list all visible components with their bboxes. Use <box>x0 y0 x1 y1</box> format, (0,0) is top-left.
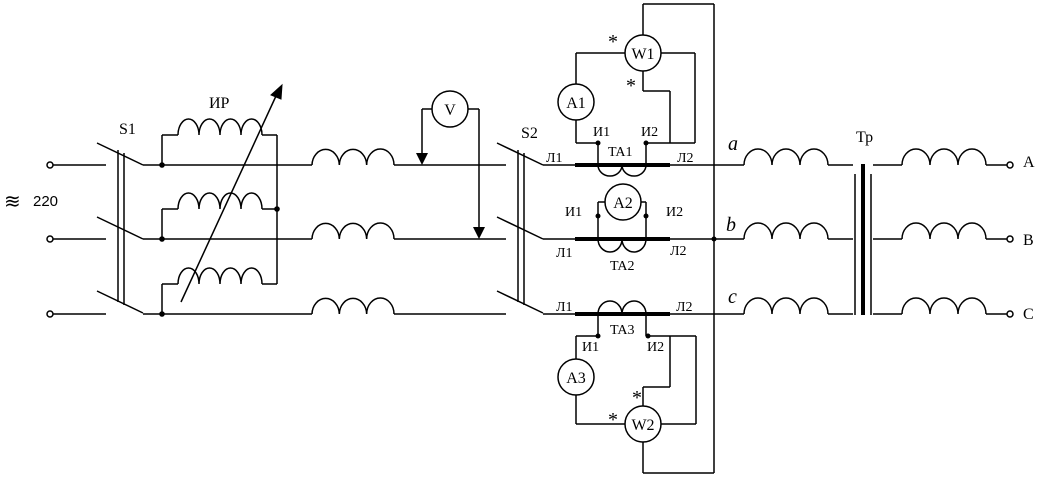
wattmeter-w2-label: W2 <box>631 417 654 434</box>
line-reactor-1 <box>311 148 395 166</box>
ta2-l1-label: Л1 <box>556 246 573 261</box>
output-terminal-b <box>1006 235 1014 243</box>
line-reactor-2 <box>311 222 395 240</box>
induction-regulator <box>159 83 283 317</box>
phase-a-label: a <box>728 133 738 155</box>
wattmeter-w2-star-voltage: * <box>632 387 642 409</box>
input-terminal-3 <box>46 310 54 318</box>
output-c-label: C <box>1023 306 1034 323</box>
current-transformer-ta3 <box>575 300 670 339</box>
output-terminals <box>1006 161 1014 318</box>
output-terminal-a <box>1006 161 1014 169</box>
ta3-name-label: TA3 <box>610 323 635 338</box>
ammeter-a2-label: A2 <box>613 195 633 212</box>
input-terminal-1 <box>46 161 54 169</box>
ta3-i2-label: И2 <box>647 340 664 355</box>
transformer-secondary <box>873 148 1007 315</box>
meter-circuit-bottom <box>557 335 714 474</box>
current-transformer-ta2 <box>575 213 670 253</box>
switch-s1-label: S1 <box>119 121 136 138</box>
input-terminal-2 <box>46 235 54 243</box>
current-transformer-ta1 <box>575 140 670 177</box>
output-a-label: A <box>1023 154 1035 171</box>
regulator-coil-3 <box>177 267 263 285</box>
ta2-l2-label: Л2 <box>670 244 687 259</box>
ct-labels: Л1 Л2 И1 И2 TA1 И1 И2 Л1 Л2 TA2 Л1 Л2 TA… <box>546 125 694 355</box>
regulator-arrow-head <box>270 83 283 100</box>
wattmeter-w1-label: W1 <box>631 46 654 63</box>
source-voltage-label: 220 <box>33 193 58 210</box>
ta1-i2-label: И2 <box>641 125 658 140</box>
output-b-label: B <box>1023 232 1034 249</box>
regulator-coil-2 <box>177 192 263 210</box>
ta1-i1-label: И1 <box>593 125 610 140</box>
voltmeter-label: V <box>444 102 456 119</box>
regulator-label: ИР <box>209 95 230 112</box>
wattmeter-w1-star-voltage: * <box>626 75 636 97</box>
ac-symbol: ≋ <box>4 191 21 213</box>
switch-s2-label: S2 <box>521 125 538 142</box>
line-reactors <box>311 148 395 315</box>
wattmeter-w1-star-current: * <box>608 31 618 53</box>
bus-lines-left <box>143 164 506 315</box>
switch-s1 <box>96 142 144 314</box>
transformer-primary <box>743 148 853 315</box>
transformer-label: Тр <box>856 129 873 146</box>
meter-circuit-top <box>557 3 717 473</box>
transformer-core <box>854 164 872 315</box>
ta3-i1-label: И1 <box>582 340 599 355</box>
ta2-i2-label: И2 <box>666 205 683 220</box>
ta1-l1-label: Л1 <box>546 151 563 166</box>
ta2-i1-label: И1 <box>565 205 582 220</box>
ta3-l1-label: Л1 <box>556 300 573 315</box>
ammeter-a1-label: A1 <box>566 95 586 112</box>
ta1-name-label: TA1 <box>608 145 633 160</box>
line-reactor-3 <box>311 297 395 315</box>
input-terminals <box>46 161 106 318</box>
ta3-l2-label: Л2 <box>676 300 693 315</box>
voltmeter <box>416 90 485 239</box>
ta1-l2-label: Л2 <box>677 151 694 166</box>
regulator-arrow <box>180 95 277 303</box>
switch-s2 <box>496 142 544 314</box>
ammeter-a3-label: A3 <box>566 370 586 387</box>
regulator-coil-1 <box>177 118 263 136</box>
meter-circuit-middle <box>597 183 647 221</box>
phase-b-label: b <box>726 214 736 236</box>
wattmeter-w2-star-current: * <box>608 409 618 431</box>
output-terminal-c <box>1006 310 1014 318</box>
phase-c-label: c <box>728 286 737 308</box>
ta2-name-label: TA2 <box>610 259 635 274</box>
